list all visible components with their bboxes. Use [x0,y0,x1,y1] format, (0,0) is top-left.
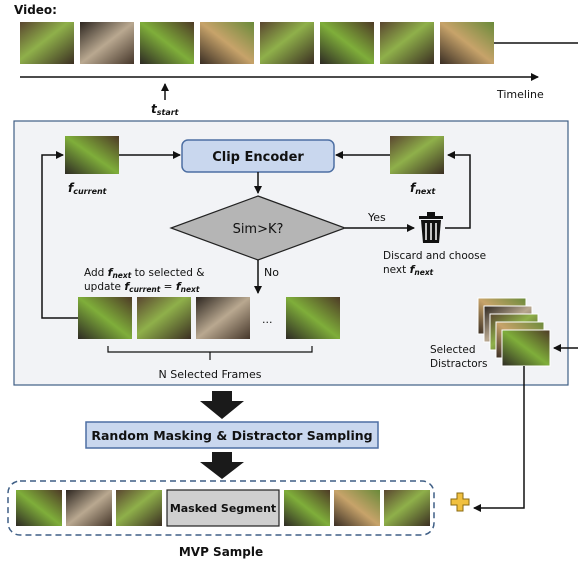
video-frame [200,22,254,64]
discard-text-line1: Discard and choose [383,250,486,262]
selected-distractors-line1: Selected [430,344,476,356]
timeline-label: Timeline [496,88,544,101]
video-frame-strip [20,22,494,64]
mvp-frame [16,490,62,526]
video-frame [20,22,74,64]
mvp-frame [116,490,162,526]
arrow-distractors-to-sample [473,366,525,512]
decision-label: Sim>K? [233,222,284,237]
video-frame [380,22,434,64]
arrow-discard-loop [445,151,471,229]
plus-icon [450,492,470,512]
video-frame [320,22,374,64]
random-masking-box [85,421,379,449]
mvp-sample-container [7,480,435,536]
t-start-label: tstart [151,102,180,117]
yes-label: Yes [367,211,386,224]
f-current-frame [65,136,119,174]
masked-segment-label: Masked Segment [170,502,276,515]
mvp-frame-row [16,490,430,526]
mvp-frame [384,490,430,526]
distractor-stack [477,297,551,367]
masked-segment-box [166,489,280,527]
mvp-frame [66,490,112,526]
n-selected-frames-label: N Selected Frames [159,368,262,381]
no-label: No [264,266,279,279]
f-current-label: fcurrent [68,181,108,196]
f-next-label: fnext [410,181,437,196]
down-arrow-large [200,391,244,419]
ellipsis: ... [262,313,273,326]
mvp-frame [334,490,380,526]
selected-frame [196,297,250,339]
distractor-frame [501,329,551,367]
random-masking-label: Random Masking & Distractor Sampling [91,428,372,443]
add-text-line1: Add fnext to selected & [84,266,204,280]
video-frame [260,22,314,64]
trash-icon [419,212,443,243]
discard-text-line2: next fnext [383,263,434,277]
arrow-update-loop [41,151,78,319]
add-text-line2: update fcurrent = fnext [84,280,200,294]
f-next-frame [390,136,444,174]
selected-frame [286,297,340,339]
video-frame [140,22,194,64]
mvp-sample-label: MVP Sample [179,545,263,559]
mvp-frame [284,490,330,526]
selected-frames-row [78,297,340,339]
video-frame [440,22,494,64]
selected-distractors-line2: Distractors [430,358,487,370]
selected-frame [78,297,132,339]
clip-encoder-label: Clip Encoder [212,150,304,165]
video-label: Video: [14,3,57,17]
down-arrow-large [200,452,244,479]
selected-frame [137,297,191,339]
video-frame [80,22,134,64]
